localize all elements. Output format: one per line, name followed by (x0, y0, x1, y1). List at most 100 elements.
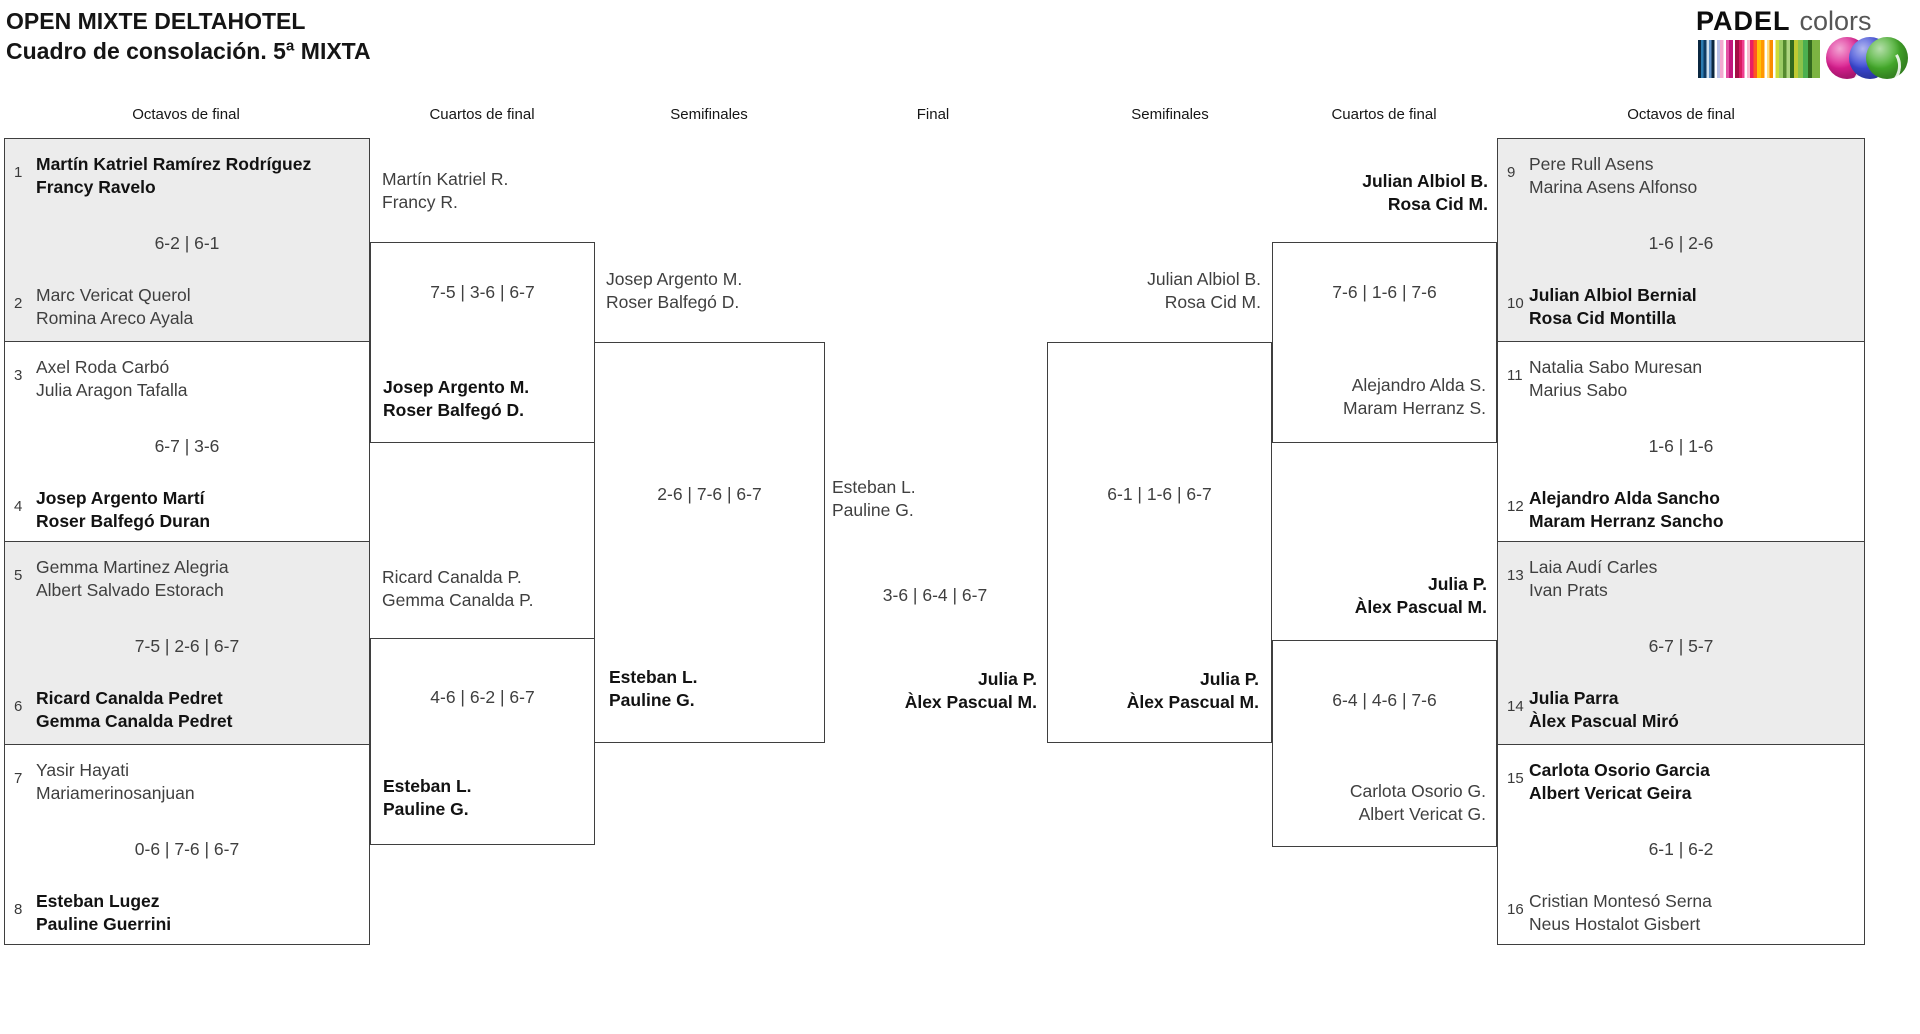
team-name-line: Albert Vericat G. (1358, 804, 1486, 824)
seed-number: 15 (1507, 770, 1524, 787)
team-slot: 12 Alejandro Alda Sancho Maram Herranz S… (1498, 487, 1864, 533)
seed-number: 4 (14, 498, 23, 515)
match-score: 4-6 | 6-2 | 6-7 (430, 687, 535, 707)
seed-number: 2 (14, 295, 23, 312)
team-name-line: Roser Balfegó D. (383, 400, 524, 420)
team-names: Marc Vericat Querol Romina Areco Ayala (36, 284, 369, 330)
match-box: 7 Yasir Hayati Mariamerinosanjuan 0-6 | … (5, 744, 369, 944)
team-name-line: Àlex Pascual M. (1126, 692, 1259, 712)
team-slot: 6 Ricard Canalda Pedret Gemma Canalda Pe… (5, 687, 369, 733)
match-score: 6-7 | 3-6 (154, 436, 220, 456)
team-names: Alejandro Alda Sancho Maram Herranz Sanc… (1529, 487, 1864, 533)
team-name-line: Carlota Osorio G. (1349, 781, 1486, 801)
team-name-line: Cristian Montesó Serna (1529, 891, 1712, 911)
team-names: Axel Roda Carbó Julia Aragon Tafalla (36, 356, 369, 402)
team-name-line: Romina Areco Ayala (36, 308, 194, 328)
team-names: Yasir Hayati Mariamerinosanjuan (36, 759, 369, 805)
octavos-left-column: 1 Martín Katriel Ramírez Rodríguez Franc… (4, 138, 370, 945)
team-name-line: Gemma Canalda P. (382, 590, 534, 610)
team-slot: 10 Julian Albiol Bernial Rosa Cid Montil… (1498, 284, 1864, 330)
team-names: Esteban Lugez Pauline Guerrini (36, 890, 369, 936)
match-box: 13 Laia Audí Carles Ivan Prats 6-7 | 5-7… (1498, 541, 1864, 744)
team-name-line: Esteban L. (609, 667, 698, 687)
team-names: Martín Katriel R. Francy R. (382, 168, 508, 214)
team-name-line: Pauline G. (832, 500, 914, 520)
match-score: 7-5 | 3-6 | 6-7 (430, 282, 535, 302)
team-name-line: Julia P. (1199, 669, 1259, 689)
team-name-line: Albert Salvado Estorach (36, 580, 224, 600)
match-box: 7-5 | 3-6 | 6-7 Josep Argento M. Roser B… (370, 242, 595, 443)
match-box: 3 Axel Roda Carbó Julia Aragon Tafalla 6… (5, 341, 369, 541)
seed-number: 5 (14, 567, 23, 584)
team-name-line: Àlex Pascual M. (1354, 597, 1487, 617)
match-score: 1-6 | 2-6 (1648, 233, 1714, 253)
team-names: Josep Argento M. Roser Balfegó D. (606, 268, 742, 314)
team-names: Julia P. Àlex Pascual M. (1127, 668, 1259, 714)
team-name-line: Yasir Hayati (36, 760, 130, 780)
team-name-line: Albert Vericat Geira (1529, 783, 1692, 803)
match-score: 2-6 | 7-6 | 6-7 (657, 484, 762, 504)
logo-barcode-stripe (1698, 40, 1820, 78)
team-name-line: Carlota Osorio Garcia (1529, 760, 1710, 780)
match-box: 6-1 | 1-6 | 6-7 Julia P. Àlex Pascual M. (1047, 342, 1272, 743)
match-box: 5 Gemma Martinez Alegria Albert Salvado … (5, 541, 369, 744)
team-names: Martín Katriel Ramírez Rodríguez Francy … (36, 153, 369, 199)
team-name-line: Mariamerinosanjuan (36, 783, 195, 803)
team-name-line: Gemma Canalda Pedret (36, 711, 233, 731)
match-score: 6-1 | 6-2 (1648, 839, 1714, 859)
column-header-final: Final (916, 106, 950, 123)
team-name-line: Rosa Cid M. (1164, 292, 1261, 312)
team-slot: 11 Natalia Sabo Muresan Marius Sabo (1498, 356, 1864, 402)
team-name-line: Alejandro Alda Sancho (1529, 488, 1720, 508)
team-slot: 4 Josep Argento Martí Roser Balfegó Dura… (5, 487, 369, 533)
match-score: 6-4 | 4-6 | 7-6 (1332, 690, 1437, 710)
match-score: 1-6 | 1-6 (1648, 436, 1714, 456)
match-score: 7-6 | 1-6 | 7-6 (1332, 282, 1437, 302)
team-name-line: Gemma Martinez Alegria (36, 557, 229, 577)
team-name-line: Esteban L. (383, 776, 472, 796)
team-names: Julian Albiol B. Rosa Cid M. (1047, 268, 1261, 314)
team-name-line: Pauline Guerrini (36, 914, 172, 934)
team-slot: 8 Esteban Lugez Pauline Guerrini (5, 890, 369, 936)
team-name-line: Julian Albiol Bernial (1529, 285, 1697, 305)
team-slot: 1 Martín Katriel Ramírez Rodríguez Franc… (5, 153, 369, 199)
seed-number: 11 (1507, 367, 1523, 384)
seed-number: 12 (1507, 498, 1524, 515)
column-header-semis-left: Semifinales (670, 106, 748, 123)
match-score: 0-6 | 7-6 | 6-7 (134, 839, 240, 859)
team-names: Cristian Montesó Serna Neus Hostalot Gis… (1529, 890, 1864, 936)
seed-number: 1 (14, 164, 23, 181)
seed-number: 10 (1507, 295, 1524, 312)
team-name-line: Marina Asens Alfonso (1529, 177, 1698, 197)
team-slot: 13 Laia Audí Carles Ivan Prats (1498, 556, 1864, 602)
team-slot: 7 Yasir Hayati Mariamerinosanjuan (5, 759, 369, 805)
team-names: Ricard Canalda Pedret Gemma Canalda Pedr… (36, 687, 369, 733)
logo-text-padel: PADEL (1696, 6, 1791, 36)
seed-number: 6 (14, 698, 23, 715)
team-name-line: Maram Herranz S. (1343, 398, 1486, 418)
seed-number: 8 (14, 901, 23, 918)
team-names: Natalia Sabo Muresan Marius Sabo (1529, 356, 1864, 402)
team-names: Julian Albiol Bernial Rosa Cid Montilla (1529, 284, 1864, 330)
column-header-octavos-right: Octavos de final (1627, 106, 1735, 123)
team-name-line: Ivan Prats (1529, 580, 1608, 600)
team-name-line: Pere Rull Asens (1529, 154, 1654, 174)
team-name-line: Pauline G. (383, 799, 469, 819)
team-names: Esteban L. Pauline G. (832, 476, 916, 522)
octavos-right-column: 9 Pere Rull Asens Marina Asens Alfonso 1… (1497, 138, 1865, 945)
team-slot: 2 Marc Vericat Querol Romina Areco Ayala (5, 284, 369, 330)
team-name-line: Julia Parra (1529, 688, 1619, 708)
team-names: Carlota Osorio G. Albert Vericat G. (1350, 780, 1486, 826)
team-name-line: Esteban L. (832, 477, 916, 497)
team-name-line: Àlex Pascual M. (904, 692, 1037, 712)
team-name-line: Josep Argento M. (606, 269, 743, 289)
column-header-octavos-left: Octavos de final (132, 106, 240, 123)
seed-number: 7 (14, 770, 23, 787)
seed-number: 14 (1507, 698, 1524, 715)
team-name-line: Rosa Cid M. (1387, 194, 1488, 214)
bracket-subtitle: Cuadro de consolación. 5ª MIXTA (6, 38, 371, 64)
team-slot: 14 Julia Parra Àlex Pascual Miró (1498, 687, 1864, 733)
team-name-line: Josep Argento Martí (36, 488, 205, 508)
team-name-line: Martín Katriel Ramírez Rodríguez (36, 154, 312, 174)
